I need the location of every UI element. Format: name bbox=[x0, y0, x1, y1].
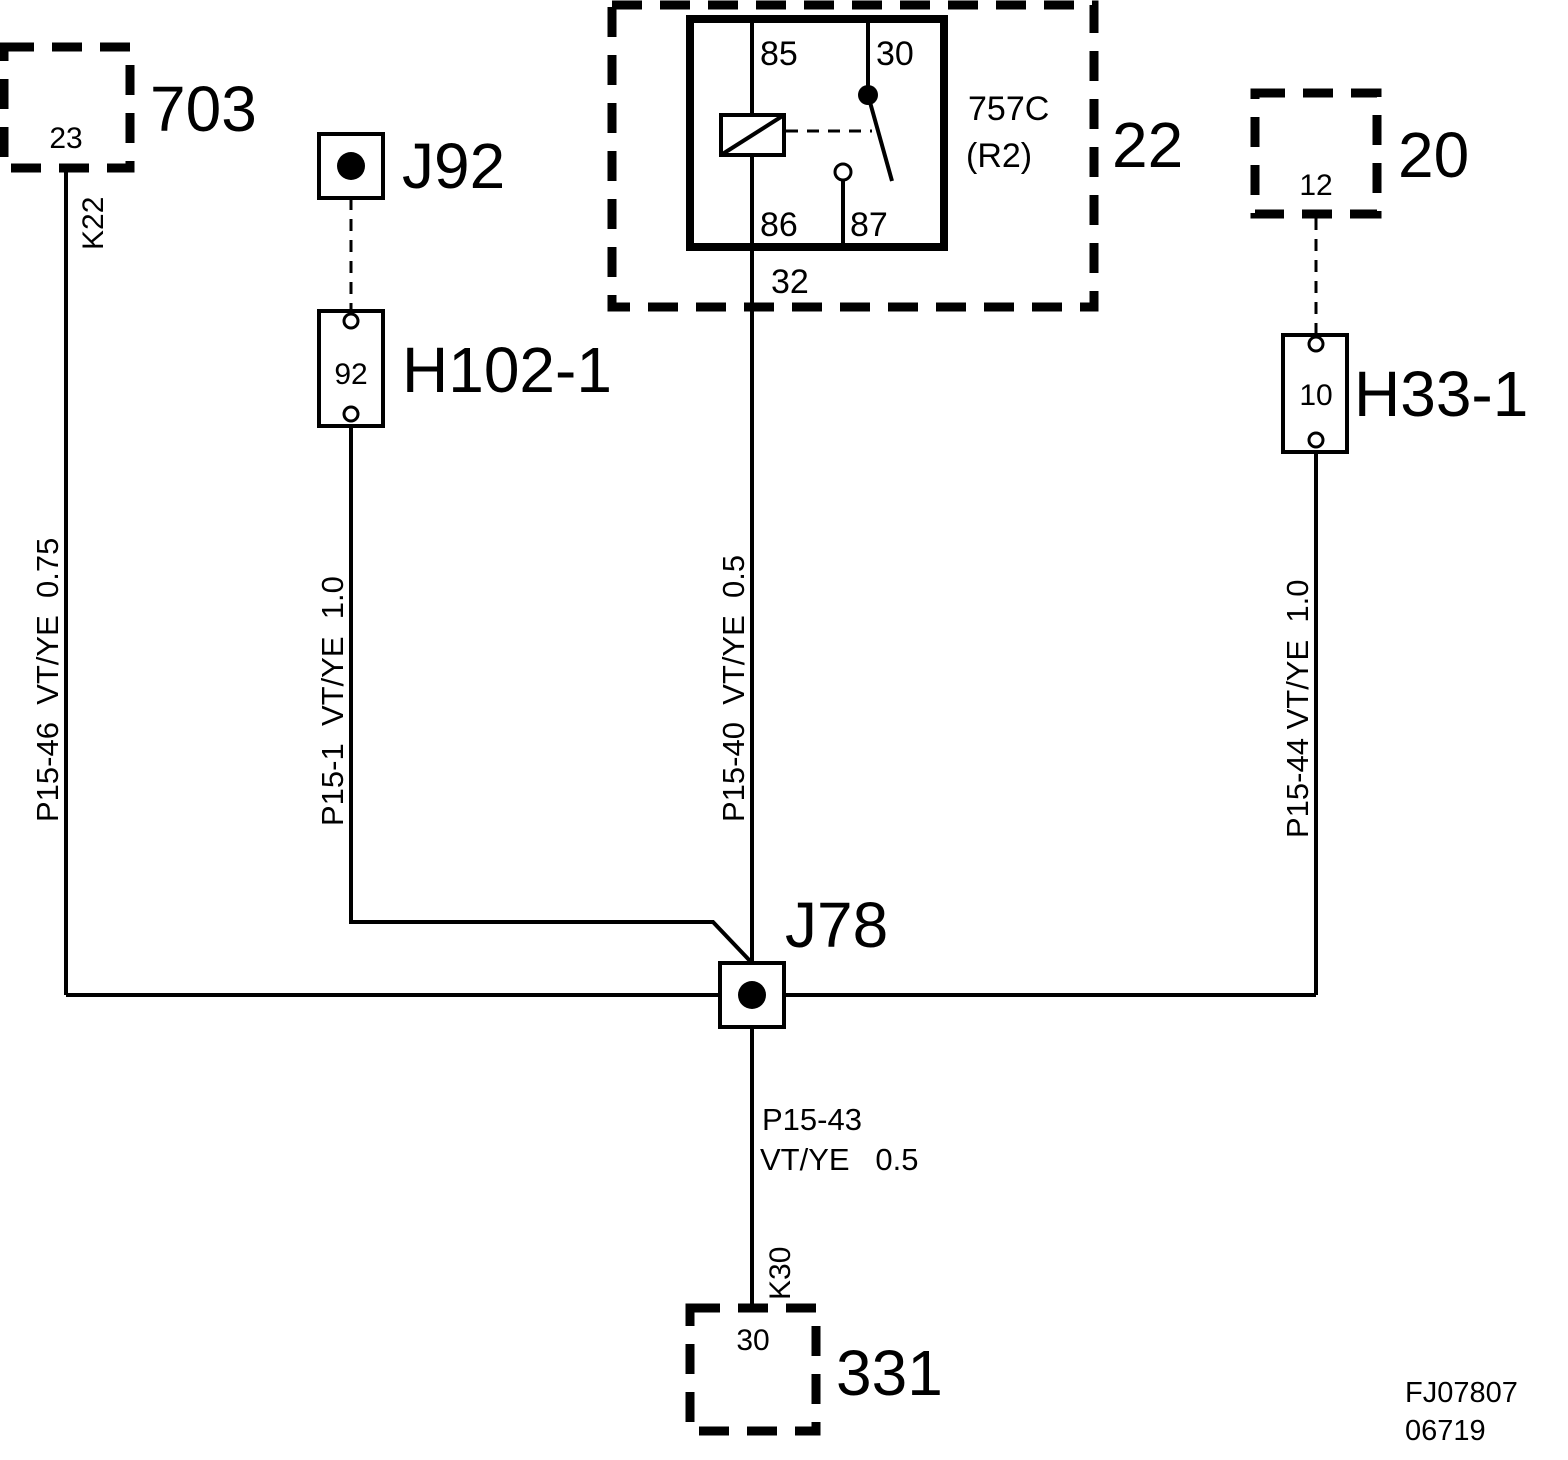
splice-j78-box bbox=[718, 961, 786, 1029]
connector-703-pin: 23 bbox=[49, 122, 82, 155]
connector-331-pin: 30 bbox=[736, 1324, 769, 1357]
wire-p15-1-label: P15-1 VT/YE 1.0 bbox=[315, 576, 350, 826]
relay-pin-85-label: 85 bbox=[760, 35, 798, 73]
connector-20: 12 20 bbox=[1250, 88, 1469, 219]
wire-p15-40-label: P15-40 VT/YE 0.5 bbox=[716, 555, 751, 822]
connector-20-box bbox=[1250, 88, 1382, 219]
splice-j92-label: J92 bbox=[402, 130, 505, 202]
wire-p15-43-label-line2: VT/YE 0.5 bbox=[760, 1142, 919, 1177]
connector-703: 23 703 K22 bbox=[0, 42, 257, 250]
connector-h33-1-pin-top bbox=[1307, 335, 1325, 353]
connector-h33-1-pin-bottom bbox=[1307, 431, 1325, 449]
figure-number: 06719 bbox=[1405, 1415, 1486, 1447]
splice-j78: J78 bbox=[718, 889, 888, 1029]
splice-j92: J92 bbox=[317, 130, 505, 202]
connector-h102-1-pin: 92 bbox=[334, 358, 367, 391]
wire-p15-46-label: P15-46 VT/YE 0.75 bbox=[30, 538, 65, 822]
splice-j92-dot bbox=[337, 152, 365, 180]
relay-contact-arm bbox=[866, 94, 894, 182]
connector-h33-1-label: H33-1 bbox=[1354, 358, 1528, 430]
relay-pin-30-label: 30 bbox=[876, 35, 914, 73]
relay-name-label: 757C bbox=[968, 90, 1049, 128]
relay-pin-86-label: 86 bbox=[760, 206, 798, 244]
connector-h102-1-pin-bottom bbox=[342, 405, 360, 423]
relay-out-pin-label: 32 bbox=[771, 263, 809, 301]
relay-757c-body bbox=[686, 15, 948, 251]
splice-j78-label: J78 bbox=[785, 889, 888, 961]
figure-code: FJ07807 bbox=[1405, 1377, 1518, 1409]
connector-h102-1: 92 H102-1 bbox=[317, 309, 612, 428]
connector-331: 30 331 bbox=[685, 1303, 943, 1436]
connector-703-label: 703 bbox=[150, 73, 257, 145]
splice-j78-dot bbox=[738, 981, 766, 1009]
connector-h102-1-pin-top bbox=[342, 312, 360, 330]
connector-331-box bbox=[685, 1303, 821, 1436]
relay-pin-87-label: 87 bbox=[850, 206, 888, 244]
connector-331-label: 331 bbox=[836, 1337, 943, 1409]
connector-h33-1: 10 H33-1 bbox=[1281, 333, 1528, 454]
relay-box-22: 85 30 86 87 757C (R2) 32 22 bbox=[607, 0, 1183, 312]
connector-20-label: 20 bbox=[1398, 119, 1469, 191]
wire-p15-1 bbox=[349, 426, 754, 965]
connector-331-terminal: K30 bbox=[764, 1247, 797, 1300]
relay-coil bbox=[719, 113, 786, 157]
relay-pin87-contact bbox=[833, 162, 853, 182]
connector-h102-1-label: H102-1 bbox=[402, 334, 612, 406]
wire-p15-43-label-line1: P15-43 bbox=[762, 1102, 862, 1137]
connector-703-terminal: K22 bbox=[77, 197, 110, 250]
relay-coil-diagonal bbox=[719, 113, 786, 157]
connector-h33-1-pin: 10 bbox=[1299, 379, 1332, 412]
relay-box-22-outline bbox=[607, 0, 1099, 312]
connector-20-pin: 12 bbox=[1299, 169, 1332, 202]
relay-sub-label: (R2) bbox=[966, 137, 1032, 175]
wire-p15-44-label: P15-44 VT/YE 1.0 bbox=[1280, 580, 1315, 838]
relay-box-22-label: 22 bbox=[1112, 109, 1183, 181]
